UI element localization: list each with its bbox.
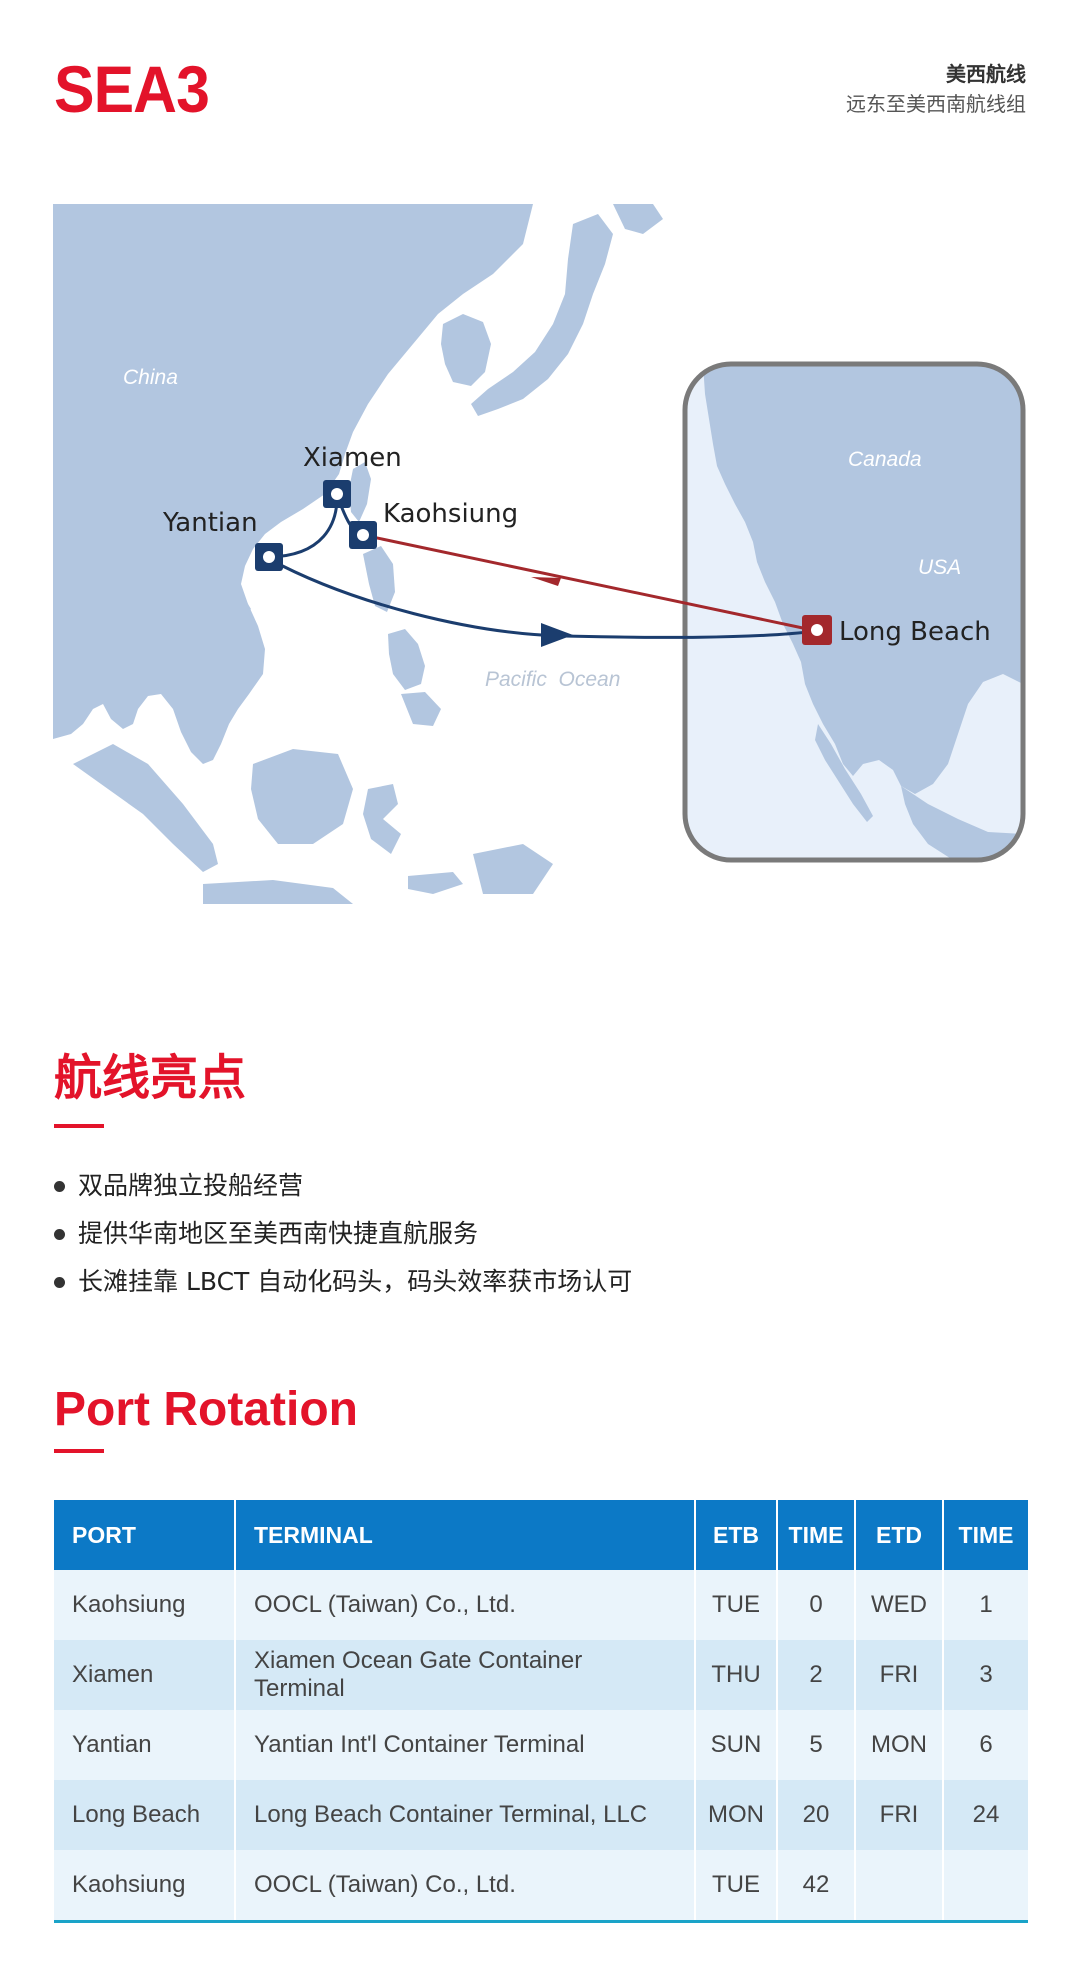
list-item: 提供华南地区至美西南快捷直航服务 <box>54 1210 632 1258</box>
cell-etb-time: 42 <box>778 1850 856 1920</box>
cell-etd: FRI <box>856 1780 944 1850</box>
return-route-line <box>362 533 818 633</box>
highlight-text: 长滩挂靠 LBCT 自动化码头，码头效率获市场认可 <box>78 1267 633 1296</box>
col-header-etd-time: TIME <box>944 1500 1028 1570</box>
rotation-title-rule <box>54 1449 104 1453</box>
highlight-text: 提供华南地区至美西南快捷直航服务 <box>78 1219 479 1248</box>
table-row: Kaohsiung OOCL (Taiwan) Co., Ltd. TUE 42 <box>54 1850 1028 1920</box>
col-header-port: PORT <box>54 1500 236 1570</box>
cell-etd-time <box>944 1850 1028 1920</box>
cell-etb: SUN <box>696 1710 778 1780</box>
label-pacific-ocean: Pacific Ocean <box>485 668 620 691</box>
route-name: 美西航线 <box>946 62 1026 86</box>
cell-etb-time: 5 <box>778 1710 856 1780</box>
cell-terminal: Xiamen Ocean Gate Container Terminal <box>236 1640 696 1710</box>
cell-etd: WED <box>856 1570 944 1640</box>
port-label-long-beach: Long Beach <box>839 617 991 647</box>
cell-etd-time: 6 <box>944 1710 1028 1780</box>
cell-port: Yantian <box>54 1710 236 1780</box>
highlights-title: 航线亮点 <box>54 1050 247 1106</box>
cell-terminal: OOCL (Taiwan) Co., Ltd. <box>236 1570 696 1640</box>
cell-etb: THU <box>696 1640 778 1710</box>
col-header-terminal: TERMINAL <box>236 1500 696 1570</box>
cell-etb-time: 2 <box>778 1640 856 1710</box>
cell-terminal: Yantian Int'l Container Terminal <box>236 1710 696 1780</box>
route-map: China Canada USA Pacific Ocean Xiamen Ka… <box>53 204 1026 904</box>
highlights-title-rule <box>54 1124 104 1128</box>
port-label-xiamen: Xiamen <box>303 443 402 473</box>
port-rotation-table: PORT TERMINAL ETB TIME ETD TIME Kaohsiun… <box>54 1500 1028 1923</box>
port-marker-long-beach <box>802 615 832 645</box>
port-marker-yantian <box>255 543 283 571</box>
label-canada: Canada <box>848 448 922 471</box>
table-header-row: PORT TERMINAL ETB TIME ETD TIME <box>54 1500 1028 1570</box>
route-info: 美西航线 远东至美西南航线组 <box>846 60 1026 120</box>
port-label-yantian: Yantian <box>162 508 258 538</box>
cell-etb: TUE <box>696 1570 778 1640</box>
table-row: Long Beach Long Beach Container Terminal… <box>54 1780 1028 1850</box>
col-header-etb: ETB <box>696 1500 778 1570</box>
cell-etd: FRI <box>856 1640 944 1710</box>
cell-etd-time: 1 <box>944 1570 1028 1640</box>
table-row: Kaohsiung OOCL (Taiwan) Co., Ltd. TUE 0 … <box>54 1570 1028 1640</box>
cell-terminal: Long Beach Container Terminal, LLC <box>236 1780 696 1850</box>
bullet-icon <box>54 1276 65 1288</box>
cell-port: Xiamen <box>54 1640 236 1710</box>
col-header-etd: ETD <box>856 1500 944 1570</box>
brand-logo: SEA3 <box>54 52 210 126</box>
cell-etb: MON <box>696 1780 778 1850</box>
highlights-list: 双品牌独立投船经营 提供华南地区至美西南快捷直航服务 长滩挂靠 LBCT 自动化… <box>54 1162 632 1306</box>
bullet-icon <box>54 1228 65 1240</box>
cell-etb-time: 20 <box>778 1780 856 1850</box>
rotation-title: Port Rotation <box>54 1383 358 1436</box>
cell-etd-time: 3 <box>944 1640 1028 1710</box>
port-label-kaohsiung: Kaohsiung <box>383 499 518 529</box>
map-land-asia <box>53 204 663 904</box>
cell-port: Kaohsiung <box>54 1570 236 1640</box>
map-inset-north-america <box>682 361 1026 863</box>
cell-etd <box>856 1850 944 1920</box>
cell-port: Kaohsiung <box>54 1850 236 1920</box>
cell-port: Long Beach <box>54 1780 236 1850</box>
label-usa: USA <box>918 556 961 579</box>
list-item: 双品牌独立投船经营 <box>54 1162 632 1210</box>
outbound-route-arrow <box>541 623 573 647</box>
col-header-etb-time: TIME <box>778 1500 856 1570</box>
highlight-text: 双品牌独立投船经营 <box>78 1171 304 1200</box>
cell-etd-time: 24 <box>944 1780 1028 1850</box>
cell-etb-time: 0 <box>778 1570 856 1640</box>
route-group: 远东至美西南航线组 <box>846 92 1026 116</box>
label-china: China <box>123 366 178 389</box>
cell-terminal: OOCL (Taiwan) Co., Ltd. <box>236 1850 696 1920</box>
table-row: Xiamen Xiamen Ocean Gate Container Termi… <box>54 1640 1028 1710</box>
cell-etb: TUE <box>696 1850 778 1920</box>
port-marker-kaohsiung <box>349 521 377 549</box>
return-route-arrow <box>531 577 561 586</box>
list-item: 长滩挂靠 LBCT 自动化码头，码头效率获市场认可 <box>54 1258 632 1306</box>
port-marker-xiamen <box>323 480 351 508</box>
bullet-icon <box>54 1180 65 1192</box>
cell-etd: MON <box>856 1710 944 1780</box>
table-row: Yantian Yantian Int'l Container Terminal… <box>54 1710 1028 1780</box>
